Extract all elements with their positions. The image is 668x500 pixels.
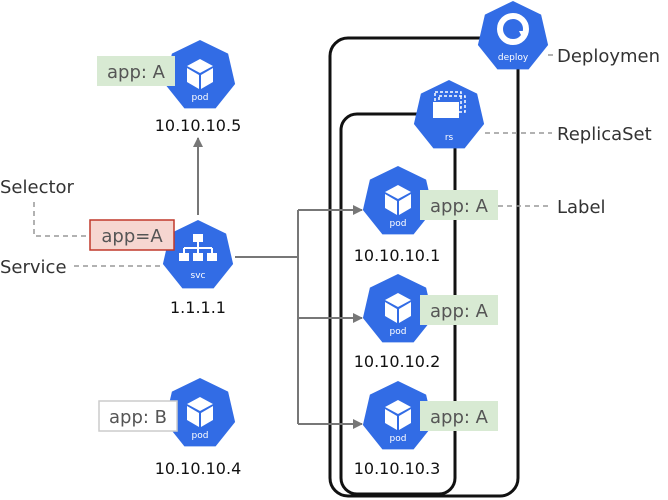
selector-dash-line [33, 202, 90, 237]
pod-icon-caption: pod [390, 327, 407, 337]
pod-icon-3: pod [362, 381, 434, 450]
label-label: Label [557, 197, 606, 218]
deploy-icon-caption: deploy [498, 53, 529, 63]
pod-icon-1: pod [362, 166, 434, 235]
label-tag-text: app: B [109, 407, 167, 428]
svc-icon-caption: svc [191, 271, 206, 281]
label-tag-text: app: A [107, 62, 166, 83]
deployment-label: Deploymen [557, 46, 660, 67]
pod-icon-caption: pod [390, 219, 407, 229]
label-tag-pod3: app: A [420, 401, 498, 431]
rs-icon-caption: rs [445, 133, 454, 143]
pod-icon-caption: pod [192, 93, 209, 103]
label-tag-text: app: A [430, 196, 489, 217]
label-tag-text: app: A [430, 407, 489, 428]
deploy-icon: deploy [477, 1, 549, 70]
watermark: 知乎 @云原生 [613, 484, 664, 494]
label-tag-pod4: app: B [98, 400, 178, 432]
deployment-boundary [328, 36, 520, 498]
pod2-ip: 10.10.10.2 [354, 352, 441, 371]
label-tag-text: app: A [430, 301, 489, 322]
replicaset-label: ReplicaSet [557, 124, 652, 145]
pod3-ip: 10.10.10.3 [354, 459, 441, 478]
pod-icon-4: pod [164, 378, 236, 447]
pod-icon-caption: pod [390, 434, 407, 444]
selector-tag: app=A [89, 219, 175, 251]
selector-tag-text: app=A [101, 226, 163, 247]
service-label: Service [0, 257, 67, 278]
pod-icon-5: pod [164, 40, 236, 109]
replicaset-icon: rs [413, 80, 485, 149]
label-tag-pod5: app: A [97, 56, 175, 86]
label-tag-pod2: app: A [420, 295, 498, 325]
label-tag-pod1: app: A [420, 190, 498, 220]
pod1-ip: 10.10.10.1 [354, 246, 441, 265]
service-ip: 1.1.1.1 [170, 298, 226, 317]
pod4-ip: 10.10.10.4 [155, 459, 242, 478]
pod-icon-2: pod [362, 274, 434, 343]
pod-icon-caption: pod [192, 431, 209, 441]
service-icon: svc [162, 220, 234, 289]
selector-label: Selector [0, 177, 75, 198]
pod5-ip: 10.10.10.5 [155, 116, 242, 135]
